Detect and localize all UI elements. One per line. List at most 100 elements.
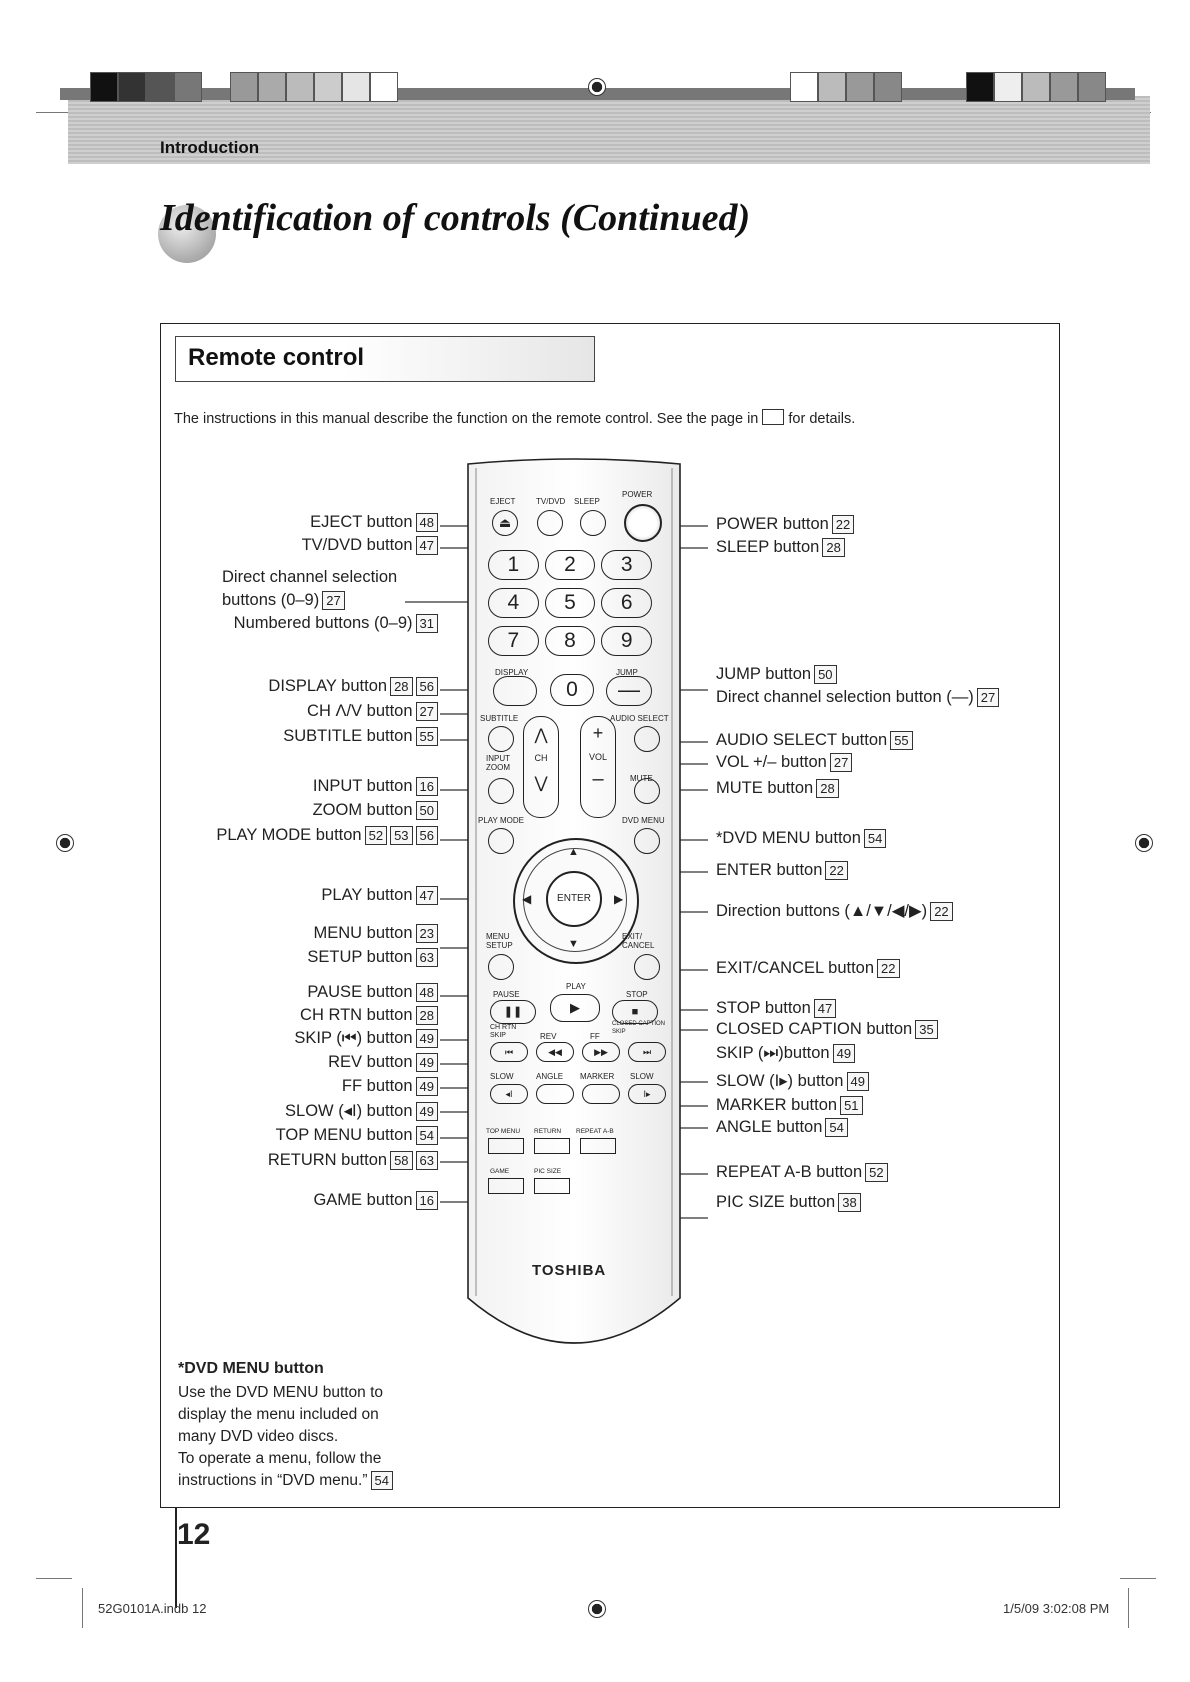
return-key-label: RETURN bbox=[534, 1128, 562, 1135]
panel-intro: The instructions in this manual describe… bbox=[174, 409, 855, 427]
power-key[interactable] bbox=[624, 504, 662, 542]
right-arrow-icon[interactable]: ▶ bbox=[614, 892, 624, 906]
mute-key[interactable] bbox=[634, 778, 660, 804]
digit-key-6[interactable]: 6 bbox=[601, 588, 652, 618]
crop-line-bl-v bbox=[82, 1588, 83, 1628]
slow2-key-label: SLOW bbox=[630, 1072, 654, 1081]
angle-key[interactable] bbox=[536, 1084, 574, 1104]
marker-key-label: MARKER bbox=[580, 1072, 615, 1081]
slow-key-label: SLOW bbox=[490, 1072, 514, 1081]
audio-select-key-label: AUDIO SELECT bbox=[610, 714, 669, 723]
audio-select-key[interactable] bbox=[634, 726, 660, 752]
stop-key-label: STOP bbox=[626, 990, 648, 999]
up-arrow-icon[interactable]: ▲ bbox=[568, 846, 579, 858]
registration-mark-top bbox=[588, 78, 606, 96]
intro-text: The instructions in this manual describe… bbox=[174, 411, 759, 427]
enter-key[interactable]: ENTER bbox=[546, 871, 602, 927]
game-key[interactable] bbox=[488, 1178, 524, 1194]
sleep-key[interactable] bbox=[580, 510, 606, 536]
left-arrow-icon[interactable]: ◀ bbox=[522, 892, 532, 906]
callout-direct-channel-2: buttons (0–9)27 bbox=[222, 591, 345, 610]
note-line-2: display the menu included on bbox=[178, 1406, 379, 1423]
vol-rocker-label: VOL bbox=[588, 752, 607, 762]
vol-up-icon: + bbox=[592, 723, 604, 743]
channel-rocker[interactable]: ⋀ CH ⋁ bbox=[523, 716, 559, 818]
dvd-menu-key-label: DVD MENU bbox=[622, 816, 665, 825]
return-key[interactable] bbox=[534, 1138, 570, 1154]
pause-key-label: PAUSE bbox=[493, 990, 520, 999]
play-key[interactable]: ▶ bbox=[550, 994, 600, 1022]
slow-back-key[interactable]: ◂I bbox=[490, 1084, 528, 1104]
input-zoom-key-label: INPUT ZOOM bbox=[486, 754, 510, 772]
pause-key[interactable]: ❚❚ bbox=[490, 1000, 536, 1024]
callout-direct-channel-1: Direct channel selection bbox=[222, 568, 398, 586]
digit-key-8[interactable]: 8 bbox=[544, 626, 596, 656]
rev-key[interactable]: ◀◀ bbox=[536, 1042, 574, 1062]
display-key[interactable] bbox=[493, 676, 537, 706]
volume-rocker[interactable]: + VOL – bbox=[580, 716, 616, 818]
slow-forward-key[interactable]: I▸ bbox=[628, 1084, 666, 1104]
note-line-1: Use the DVD MENU button to bbox=[178, 1384, 384, 1401]
skip-forward-key[interactable]: ⏭ bbox=[628, 1042, 666, 1062]
callout-numbered: Numbered buttons (0–9)31 bbox=[234, 614, 438, 633]
section-tag: Introduction bbox=[160, 138, 260, 157]
digit-key-4[interactable]: 4 bbox=[488, 588, 539, 618]
subtitle-key[interactable] bbox=[488, 726, 514, 752]
menu-setup-key[interactable] bbox=[488, 954, 514, 980]
chapter-title: Identification of controls (Continued) bbox=[160, 197, 751, 239]
crop-line-bl bbox=[36, 1578, 72, 1579]
panel-heading-box bbox=[175, 336, 595, 382]
registration-mark-left bbox=[56, 834, 74, 852]
remote-control-panel bbox=[160, 323, 1060, 1508]
play-mode-key[interactable] bbox=[488, 828, 514, 854]
digit-key-3[interactable]: 3 bbox=[601, 550, 652, 580]
eject-key[interactable]: ⏏ bbox=[492, 510, 518, 536]
digit-key-2[interactable]: 2 bbox=[544, 550, 596, 580]
repeat-ab-key[interactable] bbox=[580, 1138, 616, 1154]
digit-pad: 1 2 3 4 5 6 7 8 9 bbox=[488, 550, 652, 666]
marker-key[interactable] bbox=[582, 1084, 620, 1104]
repeat-ab-key-label: REPEAT A-B bbox=[576, 1128, 614, 1135]
footer-file: 52G0101A.indb 12 bbox=[98, 1601, 207, 1616]
chapter-ornament bbox=[158, 205, 216, 263]
digit-key-1[interactable]: 1 bbox=[488, 550, 539, 580]
play-key-label: PLAY bbox=[566, 982, 586, 991]
skip-back-key[interactable]: ⏮ bbox=[490, 1042, 528, 1062]
input-zoom-key[interactable] bbox=[488, 778, 514, 804]
tvdvd-key-label: TV/DVD bbox=[536, 497, 566, 506]
stop-key[interactable]: ■ bbox=[612, 1000, 658, 1024]
top-menu-key[interactable] bbox=[488, 1138, 524, 1154]
ff-key[interactable]: ▶▶ bbox=[582, 1042, 620, 1062]
panel-title: Remote control bbox=[188, 344, 365, 371]
digit-key-9[interactable]: 9 bbox=[601, 626, 652, 656]
down-arrow-icon[interactable]: ▼ bbox=[568, 938, 579, 950]
power-key-label: POWER bbox=[622, 490, 653, 499]
pic-size-key[interactable] bbox=[534, 1178, 570, 1194]
crop-line-br-v bbox=[1128, 1588, 1129, 1628]
dvd-menu-key[interactable] bbox=[634, 828, 660, 854]
ch-down-icon: ⋁ bbox=[534, 775, 548, 792]
ch-rocker-label: CH bbox=[534, 753, 548, 763]
note-line-4: To operate a menu, follow the bbox=[178, 1450, 382, 1467]
digit-key-7[interactable]: 7 bbox=[488, 626, 539, 656]
dash-key[interactable]: — bbox=[606, 676, 652, 706]
digit-key-5[interactable]: 5 bbox=[544, 588, 596, 618]
menu-setup-key-label: MENU SETUP bbox=[486, 932, 513, 950]
digit-key-0[interactable]: 0 bbox=[550, 674, 594, 706]
tvdvd-key[interactable] bbox=[537, 510, 563, 536]
exit-cancel-key[interactable] bbox=[634, 954, 660, 980]
